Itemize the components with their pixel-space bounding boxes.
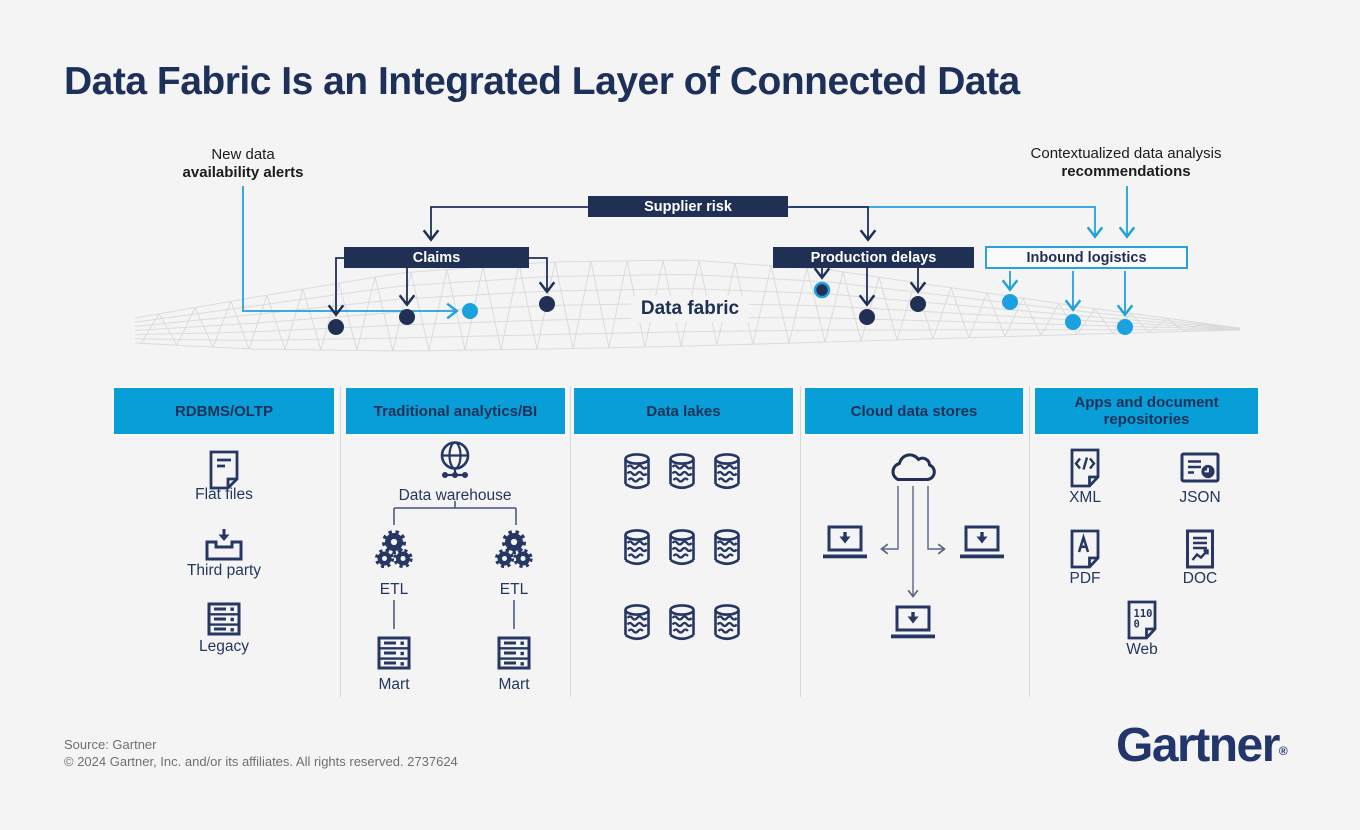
footer-source: Source: Gartner [64,737,157,752]
mart-server-icon [497,636,531,670]
cloud-arrow-right [927,486,946,555]
data-node-navy [910,296,926,312]
item-label-web: Web [1126,641,1158,658]
tag-inbound-logistics: Inbound logistics [985,246,1188,269]
tag-claims: Claims [344,247,529,268]
connector-supplier-to-claims [422,206,588,242]
data-node-blue [462,303,478,319]
connector-supplier-to-inbound [790,206,1104,239]
doc-file-icon [1186,529,1214,569]
tag-label: Inbound logistics [1026,249,1147,266]
laptop-download-icon [891,605,935,639]
data-node-navy [859,309,875,325]
column-header-apps: Apps and document repositories [1033,386,1260,436]
item-label-xml: XML [1069,489,1101,506]
item-label-etl-right: ETL [499,581,529,598]
column-header-analytics: Traditional analytics/BI [344,386,567,436]
column-divider [800,386,801,697]
navy-connectors [327,206,927,317]
database-cylinder-icon [669,529,695,566]
data-node-blue [1117,319,1133,335]
web-file-icon: 110 0 [1127,600,1157,640]
item-label-data-warehouse: Data warehouse [398,487,512,504]
column-divider [570,386,571,697]
tag-label: Supplier risk [644,198,732,215]
json-card-icon [1180,452,1220,483]
item-label-pdf: PDF [1069,570,1101,587]
cloud-arrows [880,486,946,598]
column-header-rdbms: RDBMS/OLTP [112,386,336,436]
warehouse-split-lines [393,501,517,629]
item-label-mart-left: Mart [378,676,410,693]
item-label-mart-right: Mart [498,676,530,693]
item-label-doc: DOC [1182,570,1218,587]
laptop-download-icon [960,525,1004,559]
item-label-json: JSON [1179,489,1221,506]
database-cylinder-icon [624,604,650,641]
third-party-icon [205,529,243,561]
tag-production-delays: Production delays [773,247,974,268]
annotation-line2: availability alerts [182,164,304,181]
connector-alerts-to-node [242,186,459,320]
database-cylinder-icon [714,529,740,566]
flat-file-icon [209,450,239,490]
server-stack-icon [207,602,241,636]
database-cylinder-icon [714,453,740,490]
page-title: Data Fabric Is an Integrated Layer of Co… [64,60,1020,103]
tag-label: Production delays [810,249,937,266]
cloud-icon [891,453,936,481]
database-cylinder-icon [669,453,695,490]
data-node-highlighted [813,281,831,299]
annotation-availability-alerts: New data availability alerts [108,146,378,182]
column-divider [340,386,341,697]
connector-claims-node-3 [529,257,556,294]
gartner-wordmark: Gartner [1116,719,1280,772]
database-cylinder-icon [624,453,650,490]
item-label-third-party: Third party [186,562,262,579]
xml-file-icon [1070,448,1100,488]
annotation-line1: New data [211,146,275,163]
blue-connectors [242,186,1136,320]
data-nodes [328,281,1133,335]
web-icon-digits: 0 [1134,619,1140,631]
data-node-navy [399,309,415,325]
data-node-blue [1065,314,1081,330]
data-node-navy [539,296,555,312]
footer-copyright: © 2024 Gartner, Inc. and/or its affiliat… [64,754,458,769]
database-cylinder-icon [624,529,650,566]
etl-gears-icon [494,530,533,569]
cloud-arrow-left [880,486,899,555]
database-cylinder-icon [714,604,740,641]
web-icon-digits: 110 [1134,608,1153,620]
gartner-logo: Gartner® [1116,718,1288,773]
registered-trademark: ® [1278,744,1288,758]
annotation-recommendations: Contextualized data analysis recommendat… [991,145,1261,181]
globe-network-icon [440,441,470,478]
item-label-etl-left: ETL [379,581,409,598]
item-label-legacy: Legacy [199,638,249,655]
connector-claims-node-1 [327,257,345,317]
fabric-label: Data fabric [630,296,750,322]
tag-label: Claims [412,249,461,266]
footer: Source: Gartner © 2024 Gartner, Inc. and… [64,736,458,770]
connector-supplier-to-production [788,206,877,242]
column-header-cloud: Cloud data stores [803,386,1025,436]
column-header-data-lakes: Data lakes [572,386,795,436]
database-cylinder-icon [669,604,695,641]
etl-gears-icon [374,530,413,569]
data-node-blue [1002,294,1018,310]
mart-server-icon [377,636,411,670]
data-node-navy [328,319,344,335]
item-label-flat-files: Flat files [195,486,253,503]
pdf-file-icon [1070,529,1100,569]
tag-supplier-risk: Supplier risk [588,196,788,217]
annotation-line1: Contextualized data analysis [1030,145,1222,162]
laptop-download-icon [823,525,867,559]
annotation-line2: recommendations [1061,163,1191,180]
warehouse-bracket [393,501,517,525]
column-divider [1029,386,1030,697]
